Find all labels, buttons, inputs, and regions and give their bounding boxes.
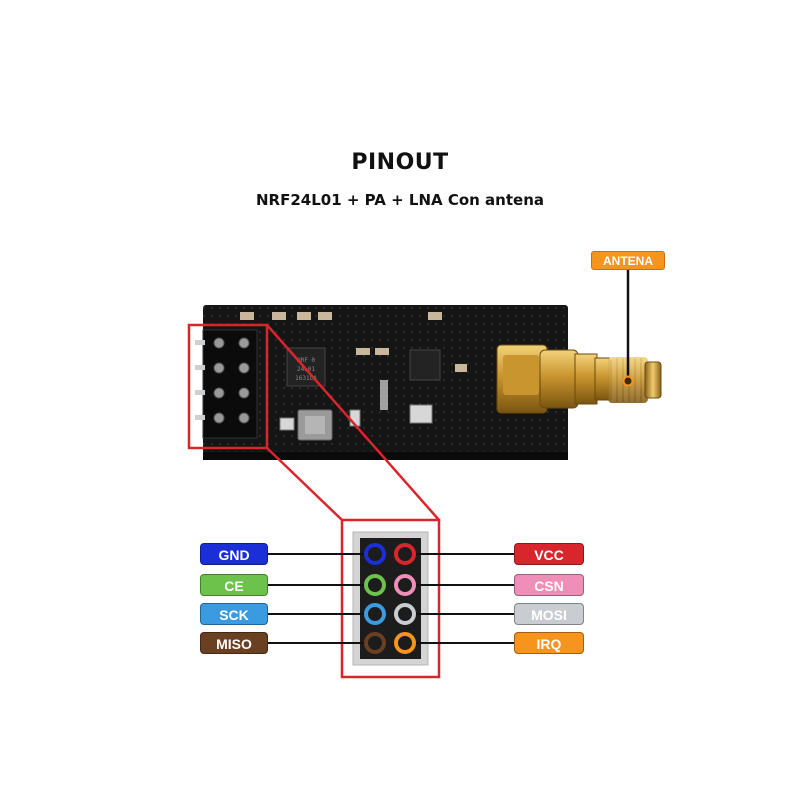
pin-dot-irq xyxy=(394,632,416,654)
inductor xyxy=(380,380,388,410)
pin-dot-miso xyxy=(364,632,386,654)
page-title: PINOUT xyxy=(351,150,449,175)
pin-dot-csn xyxy=(394,574,416,596)
chip-text-3: 1631LA xyxy=(295,375,317,382)
pin-label-ce: CE xyxy=(200,574,268,596)
pin-label-csn: CSN xyxy=(514,574,584,596)
zoom-line-left xyxy=(266,447,343,521)
pin-label-gnd: GND xyxy=(200,543,268,565)
pin-dots xyxy=(364,543,416,654)
zoomed-pin-header xyxy=(340,518,441,679)
pin-label-sck: SCK xyxy=(200,603,268,625)
pin-label-vcc: VCC xyxy=(514,543,584,565)
board-pin-header xyxy=(195,329,258,439)
antenna-pointer-dot xyxy=(622,375,634,387)
pin-dot-mosi xyxy=(394,603,416,625)
smd-components xyxy=(240,312,467,441)
antenna-label: ANTENA xyxy=(591,251,665,270)
chip-text-1: NRF 0 xyxy=(297,357,315,364)
pin-dot-ce xyxy=(364,574,386,596)
pa-lna-chip xyxy=(409,349,441,381)
right-leader-lines xyxy=(410,553,514,644)
pin-label-mosi: MOSI xyxy=(514,603,584,625)
pin-label-irq: IRQ xyxy=(514,632,584,654)
antenna-connector xyxy=(496,344,662,414)
pin-dot-gnd xyxy=(364,543,386,565)
pin-label-miso: MISO xyxy=(200,632,268,654)
pin-dot-sck xyxy=(364,603,386,625)
pin-dot-vcc xyxy=(394,543,416,565)
zoom-line-right xyxy=(266,324,440,521)
page-subtitle: NRF24L01 + PA + LNA Con antena xyxy=(255,191,544,209)
nrf24l01-board: NRF 0 24L01 1631LA xyxy=(195,305,662,460)
left-leader-lines xyxy=(268,553,368,644)
header-highlight-box xyxy=(187,323,269,450)
